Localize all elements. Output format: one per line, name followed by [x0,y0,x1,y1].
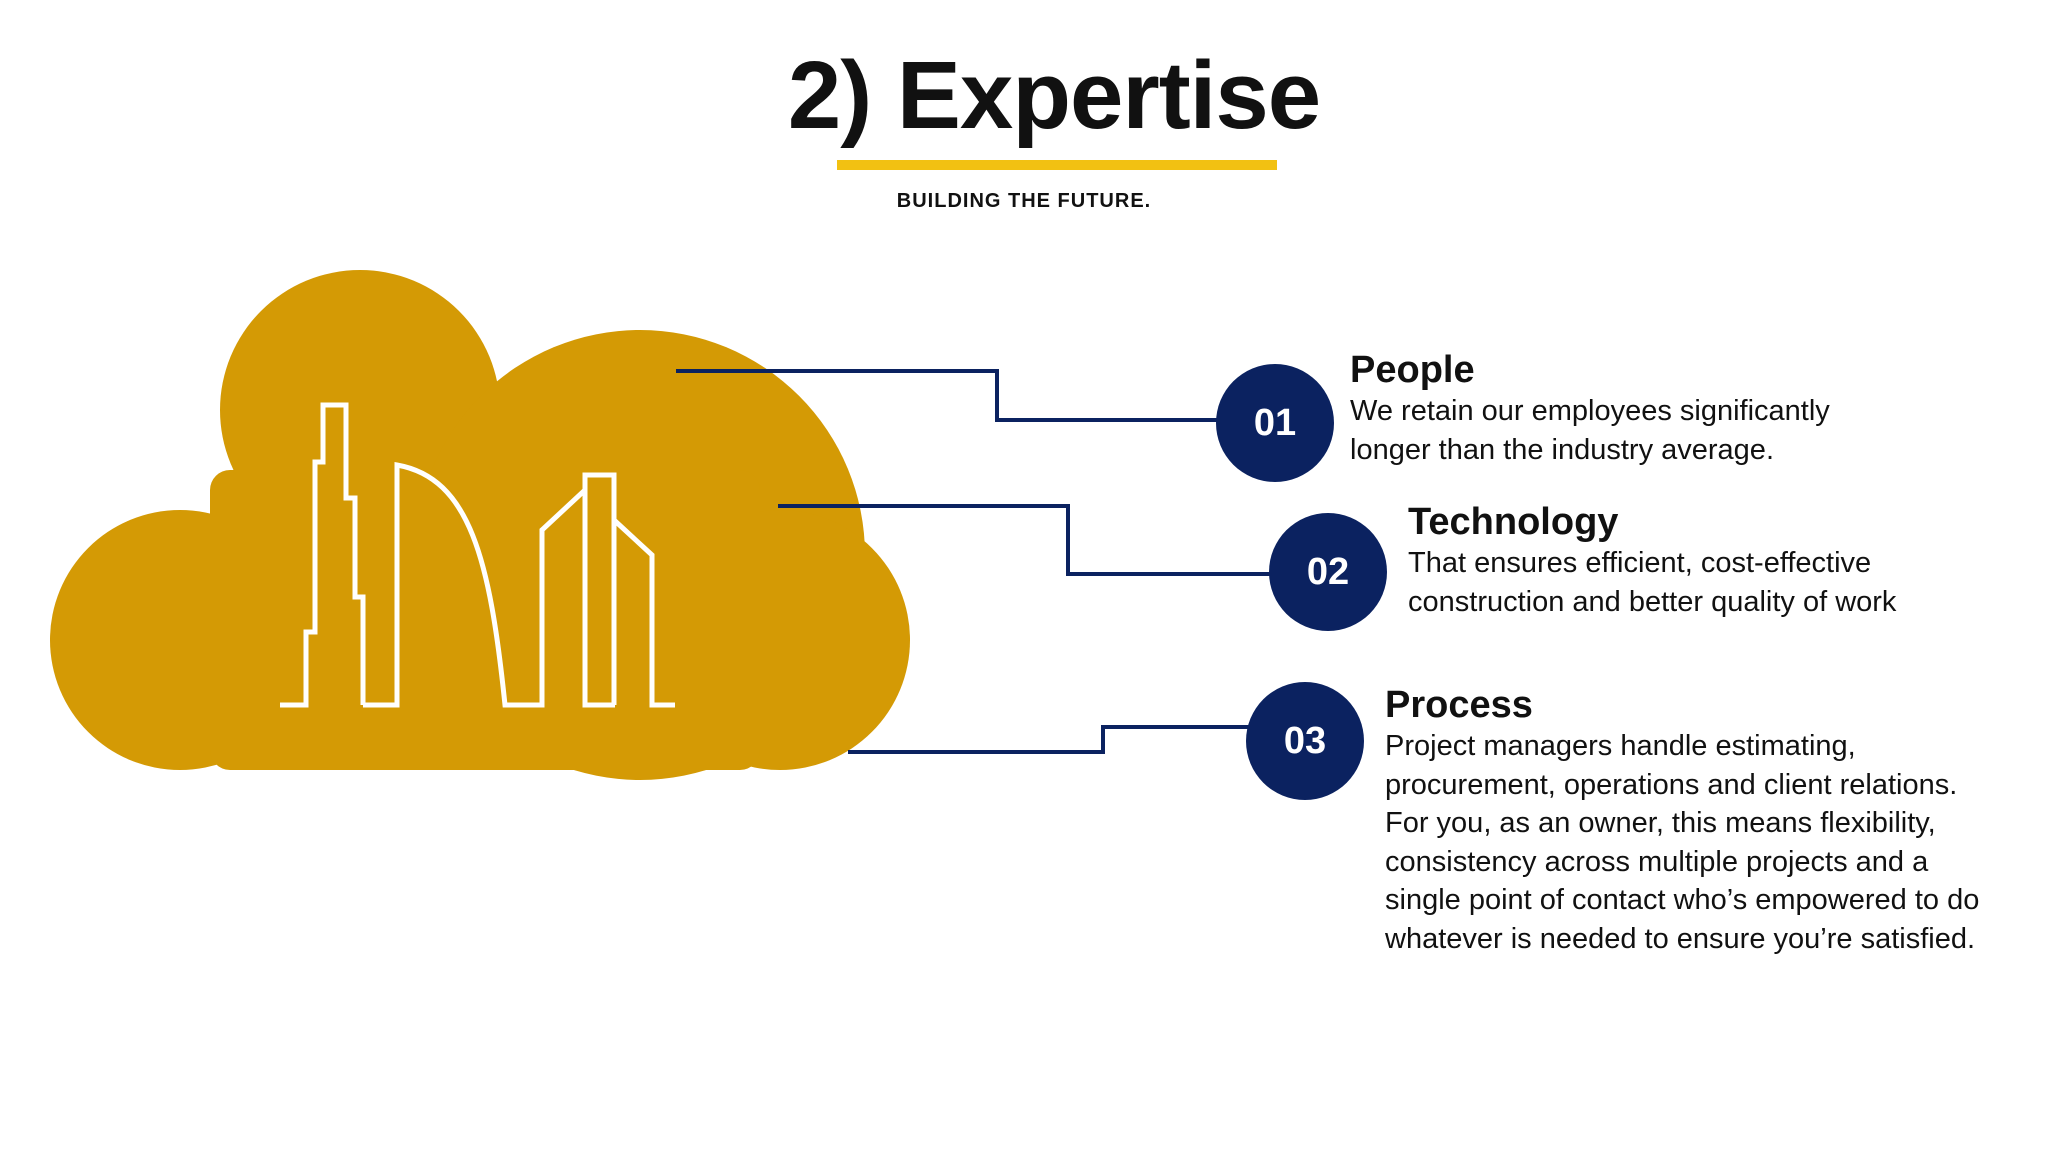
cloud-icon [50,270,910,780]
item-technology: Technology That ensures efficient, cost-… [1408,500,1968,621]
item-people: People We retain our employees significa… [1350,348,1910,469]
item-title: Technology [1408,501,1619,543]
title-underline [837,160,1277,170]
badge-02: 02 [1269,513,1387,631]
item-description: Project managers handle estimating, proc… [1385,730,1980,955]
connector-02 [778,504,1273,576]
tagline: BUILDING THE FUTURE. [896,190,1152,212]
badge-01: 01 [1216,364,1334,482]
item-process: Process Project managers handle estimati… [1385,683,1985,958]
connector-03 [848,725,1250,754]
page-title: 2) Expertise [787,42,1321,149]
badge-03: 03 [1246,682,1364,800]
city-skyline-icon [280,402,675,708]
item-description: We retain our employees significantly lo… [1350,395,1830,466]
item-title: People [1350,349,1475,391]
item-title: Process [1385,684,1533,726]
connector-01 [676,369,1220,422]
connectors [676,369,1273,754]
item-description: That ensures efficient, cost-effective c… [1408,547,1897,618]
